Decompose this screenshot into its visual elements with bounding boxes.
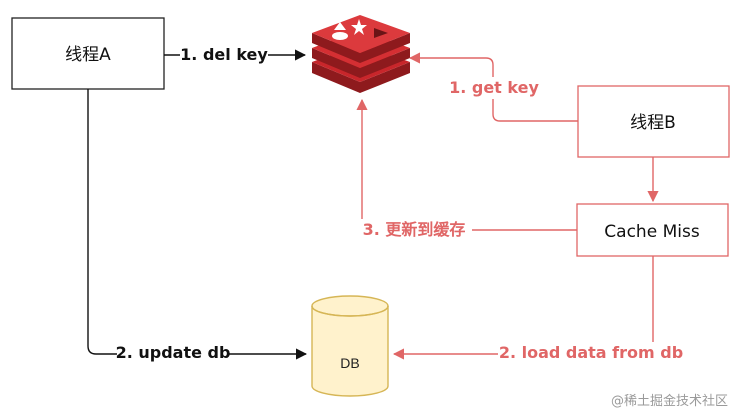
update-cache-label: 3. 更新到缓存 — [363, 220, 466, 239]
edge-update-cache: 3. 更新到缓存 — [356, 98, 577, 241]
update-db-label: 2. update db — [116, 343, 231, 362]
cache-miss-label: Cache Miss — [604, 222, 700, 242]
edge-del-key: 1. del key — [164, 43, 307, 65]
redis-logo-icon — [312, 15, 410, 93]
database-cylinder-icon: DB — [311, 295, 389, 397]
watermark-text: @稀土掘金技术社区 — [611, 393, 728, 409]
edge-get-key: 1. get key — [408, 52, 578, 122]
thread-a-node: 线程A — [11, 17, 165, 90]
db-label: DB — [340, 355, 359, 371]
load-data-label: 2. load data from db — [499, 343, 683, 362]
edge-load-data: 2. load data from db — [392, 256, 684, 364]
thread-a-label: 线程A — [65, 45, 111, 65]
del-key-label: 1. del key — [180, 45, 268, 64]
get-key-label: 1. get key — [449, 78, 539, 97]
edge-update-db: 2. update db — [87, 89, 308, 364]
thread-b-label: 线程B — [630, 113, 676, 133]
thread-b-node: 线程B — [577, 85, 730, 158]
cache-miss-node: Cache Miss — [576, 203, 729, 257]
